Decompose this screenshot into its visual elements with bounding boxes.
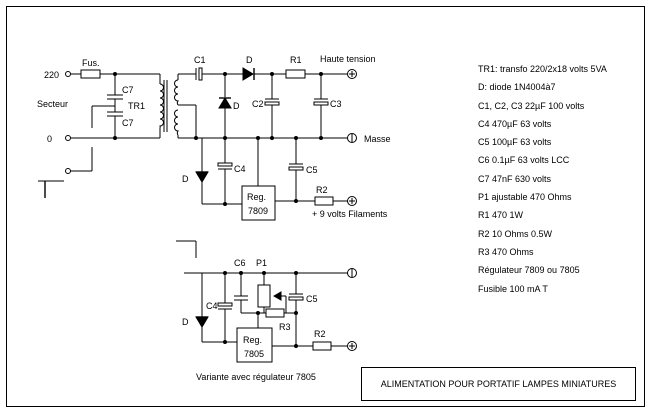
label-zero: 0: [47, 134, 52, 144]
label-variant-reg-b: 7805: [244, 349, 264, 359]
mains-0-terminal: [65, 135, 71, 141]
diagram-title: ALIMENTATION POUR PORTATIF LAMPES MINIAT…: [380, 379, 617, 389]
label-variant-d: D: [182, 317, 189, 327]
label-c5: C5: [306, 165, 318, 175]
label-c1: C1: [194, 55, 206, 65]
component-item: Fusible 100 mA T: [478, 283, 548, 294]
component-item: C1, C2, C3 22µF 100 volts: [478, 100, 585, 111]
d-lower-diode: [195, 171, 209, 183]
mains-220-terminal: [65, 71, 71, 77]
component-item: C5 100µF 63 volts: [478, 137, 552, 148]
label-r2: R2: [316, 185, 328, 195]
label-tr1: TR1: [128, 101, 145, 111]
label-220: 220: [44, 70, 59, 80]
label-variant-p1: P1: [256, 258, 267, 268]
component-item: C6 0.1µF 63 volts LCC: [478, 155, 570, 166]
label-variant-r2: R2: [314, 329, 326, 339]
label-r1: R1: [290, 55, 302, 65]
component-list: TR1: transfo 220/2x18 volts 5VA D: diode…: [478, 64, 607, 302]
c4-capacitor: [217, 162, 233, 167]
label-variant-c5: C5: [306, 294, 318, 304]
transformer-tr1: [159, 74, 197, 138]
variant-c4-capacitor: [217, 302, 233, 307]
component-item: C4 470µF 63 volts: [478, 118, 552, 129]
label-c3: C3: [330, 99, 342, 109]
component-item: C7 47nF 630 volts: [478, 173, 552, 184]
regulator-7805: [236, 327, 273, 363]
label-d-top: D: [246, 55, 253, 65]
fuse-symbol: [80, 69, 101, 79]
label-c7-upper: C7: [122, 85, 134, 95]
label-fuse: Fus.: [82, 58, 100, 68]
variant-7805: [176, 240, 357, 363]
label-c4: C4: [234, 164, 246, 174]
high-tension-section: [178, 67, 357, 138]
label-masse: Masse: [364, 134, 391, 144]
label-variant-c6: C6: [234, 258, 246, 268]
regulator-7809: [241, 185, 276, 221]
label-d-lower: D: [182, 174, 189, 184]
d-top-diode: [242, 67, 254, 81]
component-item: P1 ajustable 470 Ohms: [478, 192, 572, 203]
label-variant-reg-a: Reg.: [243, 335, 262, 345]
variant-r2-resistor: [312, 341, 332, 351]
component-item: D: diode 1N4004à7: [478, 82, 556, 93]
r2-resistor: [314, 196, 334, 206]
label-c7-lower: C7: [122, 118, 134, 128]
label-c2: C2: [252, 99, 264, 109]
label-variant-r3: R3: [279, 322, 291, 332]
mains-input: [38, 69, 161, 198]
label-variante: Variante avec régulateur 7805: [196, 372, 316, 382]
label-d-bridge: D: [233, 101, 240, 111]
label-reg-a: Reg.: [247, 192, 266, 202]
component-item: R3 470 Ohms: [478, 246, 534, 257]
d-bridge-diode: [218, 97, 232, 109]
filament-supply: [195, 138, 357, 221]
component-item: Régulateur 7809 ou 7805: [478, 265, 580, 276]
ground-rail: [178, 133, 357, 143]
r1-resistor: [285, 69, 306, 79]
component-item: R2 10 Ohms 0.5W: [478, 228, 553, 239]
label-haute-tension: Haute tension: [320, 54, 376, 64]
drawing-frame: [6, 6, 645, 407]
label-secteur: Secteur: [37, 99, 68, 109]
title-block: ALIMENTATION POUR PORTATIF LAMPES MINIAT…: [361, 367, 636, 401]
component-item: R1 470 1W: [478, 210, 524, 221]
variant-p1-potentiometer: [257, 284, 271, 308]
label-filaments: + 9 volts Filaments: [312, 209, 388, 219]
label-reg-b: 7809: [248, 206, 268, 216]
variant-r3-resistor: [265, 308, 285, 318]
component-item: TR1: transfo 220/2x18 volts 5VA: [478, 64, 607, 74]
earth-terminal: [65, 168, 71, 174]
variant-d-diode: [195, 316, 209, 328]
label-variant-c4: C4: [206, 301, 218, 311]
